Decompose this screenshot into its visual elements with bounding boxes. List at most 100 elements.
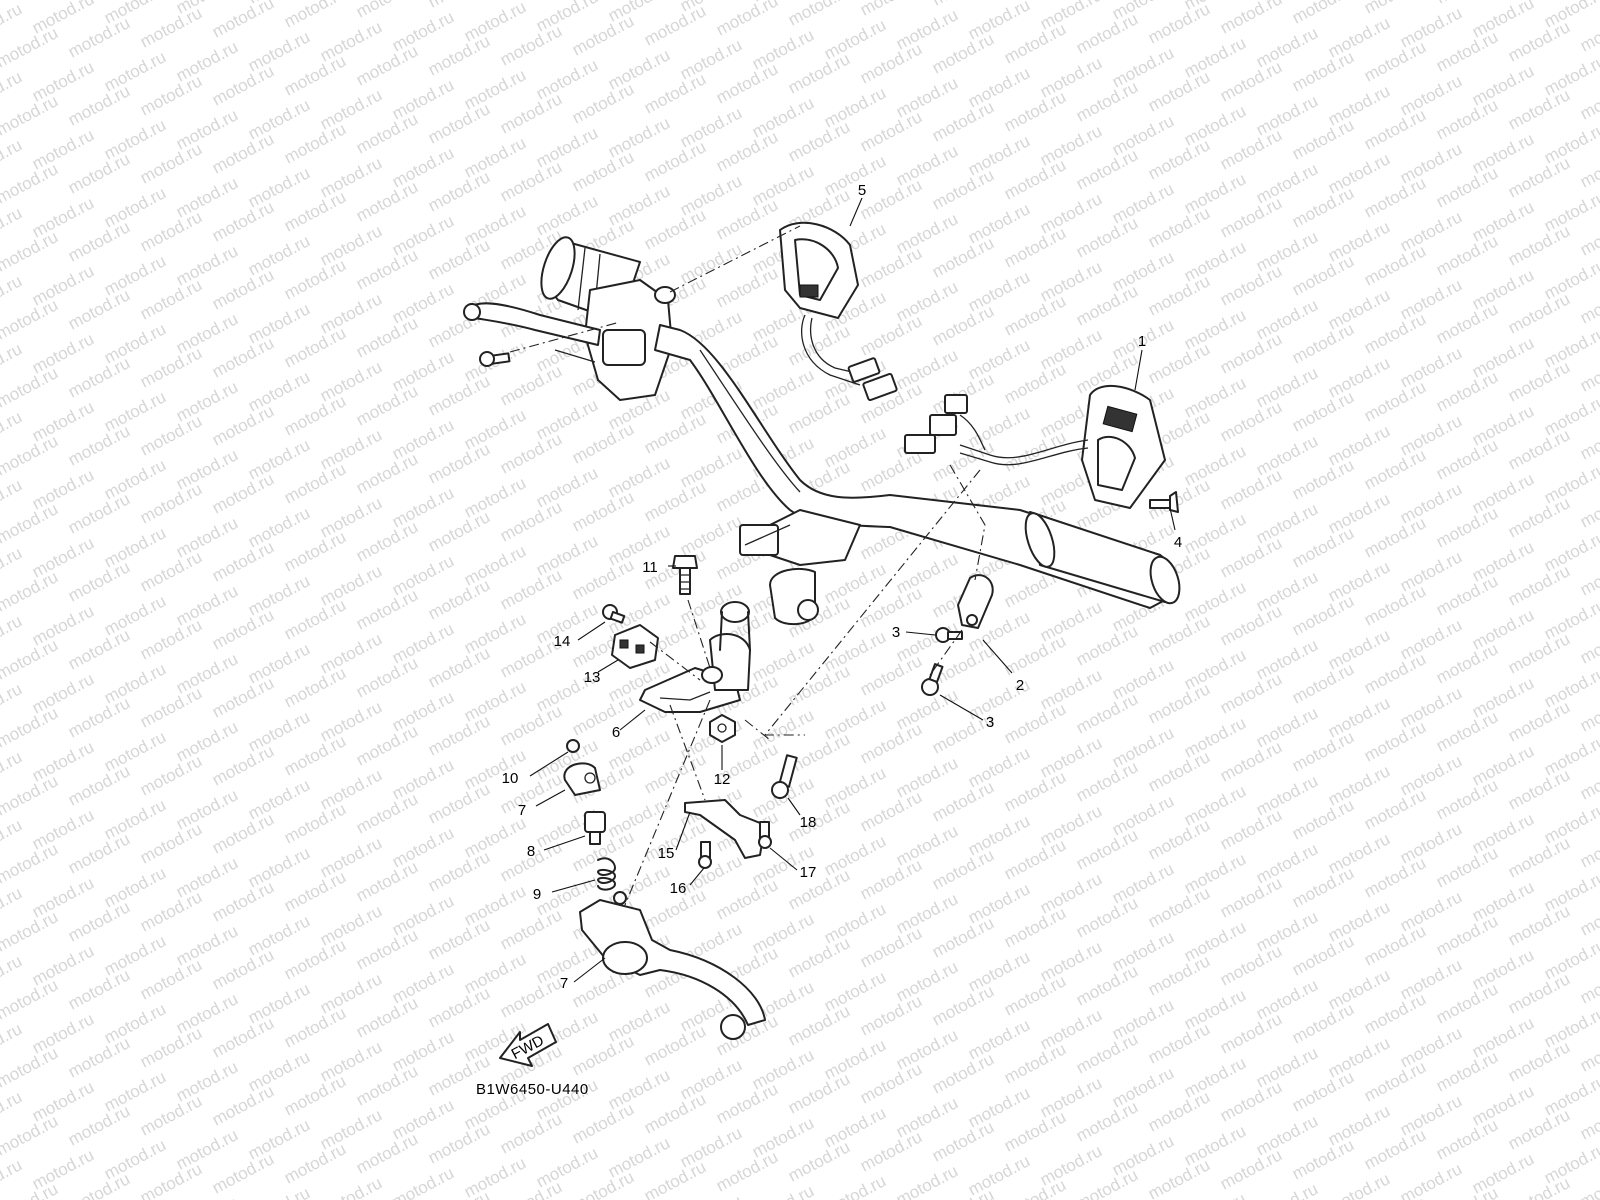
watermark-text: motod.ru <box>1217 0 1285 38</box>
watermark-text: motod.ru <box>425 99 493 147</box>
watermark-text: motod.ru <box>137 207 205 255</box>
callout-2: 2 <box>1016 677 1024 694</box>
watermark-text: motod.ru <box>929 1117 997 1165</box>
spring-10 <box>597 857 616 891</box>
watermark-text: motod.ru <box>497 905 565 953</box>
watermark-text: motod.ru <box>1217 669 1285 717</box>
callout-3b: 3 <box>986 714 994 731</box>
watermark-text: motod.ru <box>1433 843 1501 891</box>
watermark-text: motod.ru <box>1001 835 1069 883</box>
watermark-text: motod.ru <box>857 923 925 971</box>
watermark-text: motod.ru <box>713 1147 781 1195</box>
watermark-text: motod.ru <box>1505 425 1573 473</box>
watermark-text: motod.ru <box>137 1023 205 1071</box>
watermark-text: motod.ru <box>1217 1145 1285 1193</box>
watermark-text: motod.ru <box>677 1191 745 1200</box>
watermark-text: motod.ru <box>353 993 421 1041</box>
center-clamp <box>739 509 861 626</box>
watermark-text: motod.ru <box>1073 825 1141 873</box>
watermark-text: motod.ru <box>497 973 565 1021</box>
callout-6: 6 <box>612 724 620 741</box>
watermark-text: motod.ru <box>569 419 637 467</box>
watermark-text: motod.ru <box>0 431 61 479</box>
watermark-text: motod.ru <box>1001 767 1069 815</box>
watermark-text: motod.ru <box>209 0 277 42</box>
watermark-text: motod.ru <box>137 1091 205 1139</box>
watermark-text: motod.ru <box>785 117 853 165</box>
watermark-text: motod.ru <box>1145 611 1213 659</box>
watermark-text: motod.ru <box>209 741 277 789</box>
switch-clamp-bracket <box>957 574 994 629</box>
watermark-text: motod.ru <box>1217 533 1285 581</box>
watermark-text: motod.ru <box>281 0 349 32</box>
watermark-text: motod.ru <box>785 1137 853 1185</box>
watermark-text: motod.ru <box>1001 699 1069 747</box>
watermark-text: motod.ru <box>353 789 421 837</box>
right-grip <box>1024 511 1181 605</box>
watermark-text: motod.ru <box>0 907 61 955</box>
watermark-text: motod.ru <box>1361 989 1429 1037</box>
callout-17b: 17 <box>800 864 817 881</box>
watermark-text: motod.ru <box>65 761 133 809</box>
watermark-text: motod.ru <box>209 61 277 109</box>
watermark-text: motod.ru <box>1289 47 1357 95</box>
watermark-text: motod.ru <box>389 1163 457 1200</box>
watermark-text: motod.ru <box>65 965 133 1013</box>
watermark-text: motod.ru <box>1505 153 1573 201</box>
watermark-text: motod.ru <box>1289 659 1357 707</box>
watermark-text: motod.ru <box>1505 629 1573 677</box>
watermark-text: motod.ru <box>281 527 349 575</box>
watermark-text: motod.ru <box>1001 427 1069 475</box>
watermark-text: motod.ru <box>497 497 565 545</box>
watermark-text: motod.ru <box>353 857 421 905</box>
watermark-text: motod.ru <box>1217 601 1285 649</box>
screw-left <box>479 351 511 367</box>
watermark-text: motod.ru <box>785 321 853 369</box>
watermark-text: motod.ru <box>713 1079 781 1127</box>
watermark-text: motod.ru <box>1361 37 1429 85</box>
watermark-text: motod.ru <box>209 401 277 449</box>
watermark-text: motod.ru <box>1505 85 1573 133</box>
watermark-text: motod.ru <box>209 1081 277 1129</box>
watermark-text: motod.ru <box>425 711 493 759</box>
watermark-text: motod.ru <box>353 925 421 973</box>
callout-17a: 16 <box>670 880 687 897</box>
watermark-text: motod.ru <box>1217 397 1285 445</box>
screw-15 <box>602 604 626 624</box>
callout-3a: 3 <box>892 624 900 641</box>
callout-18: 18 <box>800 814 817 831</box>
watermark-text: motod.ru <box>425 575 493 623</box>
watermark-text: motod.ru <box>425 507 493 555</box>
watermark-text: motod.ru <box>281 1139 349 1187</box>
screw-17b <box>758 821 772 849</box>
callout-8: 7 <box>518 802 526 819</box>
watermark-text: motod.ru <box>1505 697 1573 745</box>
watermark-text: motod.ru <box>0 771 61 819</box>
watermark-text: motod.ru <box>137 3 205 51</box>
watermark-text: motod.ru <box>137 411 205 459</box>
watermark-text: motod.ru <box>1325 1169 1393 1200</box>
watermark-text: motod.ru <box>785 729 853 777</box>
watermark-text: motod.ru <box>209 333 277 381</box>
watermark-text: motod.ru <box>1145 135 1213 183</box>
watermark-text: motod.ru <box>353 1129 421 1177</box>
watermark-text: motod.ru <box>821 1171 889 1200</box>
watermark-text: motod.ru <box>641 1021 709 1069</box>
watermark-text: motod.ru <box>785 797 853 845</box>
watermark-text: motod.ru <box>1361 0 1429 18</box>
watermark-text: motod.ru <box>569 691 637 739</box>
watermark-text: motod.ru <box>1217 737 1285 785</box>
watermark-text: motod.ru <box>1001 155 1069 203</box>
watermark-text: motod.ru <box>209 537 277 585</box>
screw-3b <box>921 663 944 696</box>
callout-11: 10 <box>502 770 519 787</box>
pivot-bolt <box>672 555 698 595</box>
bolt-18 <box>771 754 798 799</box>
callout-4: 4 <box>1174 534 1182 551</box>
watermark-text: motod.ru <box>857 447 925 495</box>
watermark-text: motod.ru <box>1001 19 1069 67</box>
watermark-text: motod.ru <box>1001 359 1069 407</box>
watermark-text: motod.ru <box>281 391 349 439</box>
watermark-text: motod.ru <box>1289 183 1357 231</box>
watermark-text: motod.ru <box>1289 727 1357 775</box>
